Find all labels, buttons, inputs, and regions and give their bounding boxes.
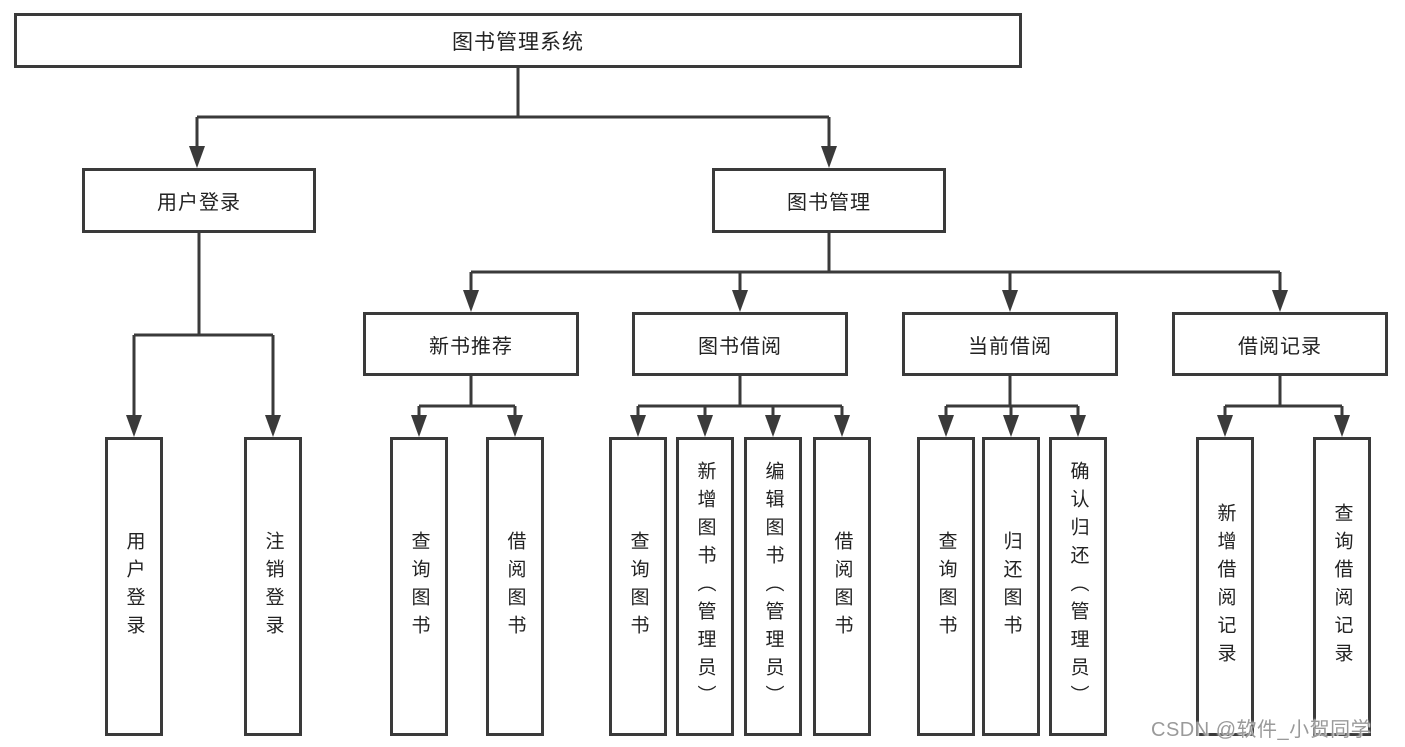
leaf-query-books-borrow: 查询图书 — [609, 437, 667, 736]
node-label: 新书推荐 — [429, 335, 513, 358]
leaf-user-login: 用户登录 — [105, 437, 163, 736]
node-label: 新增图书（管理员） — [694, 460, 716, 713]
node-label: 用户登录 — [157, 192, 241, 214]
csdn-watermark: CSDN @软件_小贺同学 — [1151, 719, 1372, 741]
node-label: 查询图书 — [935, 530, 957, 643]
leaf-add-borrow-record: 新增借阅记录 — [1196, 437, 1254, 736]
node-library-system: 图书管理系统 — [14, 13, 1022, 68]
node-label: 确认归还（管理员） — [1067, 460, 1089, 713]
node-label: 归还图书 — [1000, 530, 1022, 643]
leaf-query-books-current: 查询图书 — [917, 437, 975, 736]
node-borrow-records: 借阅记录 — [1172, 312, 1388, 376]
leaf-edit-books-admin: 编辑图书（管理员） — [744, 437, 802, 736]
node-current-borrow: 当前借阅 — [902, 312, 1118, 376]
leaf-borrow-books-recommend: 借阅图书 — [486, 437, 544, 736]
node-user-login: 用户登录 — [82, 168, 316, 233]
leaf-query-books-recommend: 查询图书 — [390, 437, 448, 736]
node-label: 查询借阅记录 — [1331, 502, 1353, 671]
node-new-book-recommend: 新书推荐 — [363, 312, 579, 376]
node-label: 编辑图书（管理员） — [762, 460, 784, 713]
node-label: 查询图书 — [627, 530, 649, 643]
leaf-return-books: 归还图书 — [982, 437, 1040, 736]
node-label: 图书管理系统 — [452, 30, 584, 54]
node-label: 查询图书 — [408, 530, 430, 643]
node-label: 借阅记录 — [1238, 335, 1322, 358]
node-label: 新增借阅记录 — [1214, 502, 1236, 671]
arrowhead-icons — [126, 146, 1350, 437]
leaf-add-books-admin: 新增图书（管理员） — [676, 437, 734, 736]
leaf-confirm-return-admin: 确认归还（管理员） — [1049, 437, 1107, 736]
node-label: 注销登录 — [262, 530, 284, 643]
leaf-logout: 注销登录 — [244, 437, 302, 736]
node-label: 借阅图书 — [831, 530, 853, 643]
node-label: 图书管理 — [787, 192, 871, 214]
leaf-borrow-books: 借阅图书 — [813, 437, 871, 736]
leaf-query-borrow-record: 查询借阅记录 — [1313, 437, 1371, 736]
node-label: 当前借阅 — [968, 335, 1052, 358]
node-label: 图书借阅 — [698, 335, 782, 358]
node-label: 借阅图书 — [504, 530, 526, 643]
node-book-management: 图书管理 — [712, 168, 946, 233]
node-label: 用户登录 — [123, 530, 145, 643]
node-book-borrow: 图书借阅 — [632, 312, 848, 376]
